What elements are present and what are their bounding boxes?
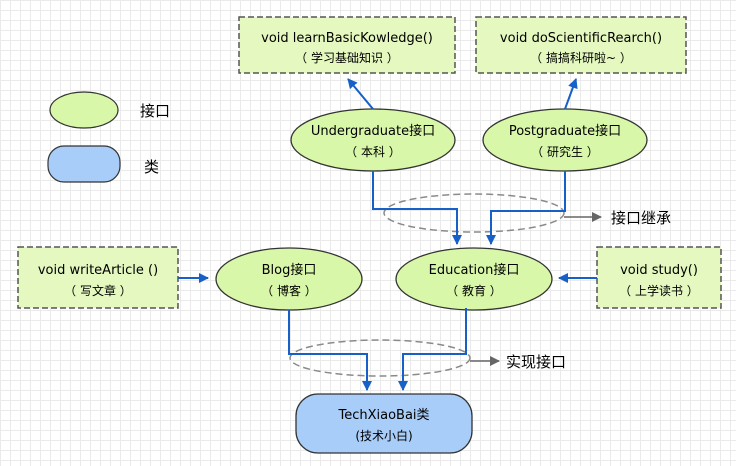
interface-postgraduate-name: Postgraduate接口 bbox=[509, 123, 621, 139]
class-techxiaobai-shape bbox=[295, 393, 473, 454]
method-research-signature: void doScientificRearch() bbox=[500, 31, 662, 46]
interface-undergraduate-desc: （ 本科 ） bbox=[345, 145, 401, 159]
annotation-inherit: 接口继承 bbox=[611, 209, 671, 227]
arrow-undergraduate-to-education bbox=[372, 171, 462, 245]
arrow-blog-to-class bbox=[288, 310, 372, 391]
interface-undergraduate-shape bbox=[290, 108, 456, 172]
interface-postgraduate: Postgraduate接口 （ 研究生 ） bbox=[482, 108, 648, 172]
implementation-group-ellipse bbox=[289, 339, 471, 377]
method-box-learn-shape bbox=[238, 16, 456, 74]
method-write-desc: （ 写文章 ） bbox=[64, 283, 132, 298]
connectors bbox=[178, 78, 597, 391]
arrow-education-to-class bbox=[398, 308, 467, 391]
method-study-desc: （ 上学读书 ） bbox=[619, 283, 699, 298]
legend-class-label: 类 bbox=[144, 158, 159, 176]
interface-education-shape bbox=[395, 247, 553, 311]
method-box-research: void doScientificRearch() （ 搞搞科研啦~ ） bbox=[475, 16, 687, 74]
arrow-postgraduate-to-research bbox=[564, 78, 578, 110]
method-learn-desc: （ 学习基础知识 ） bbox=[295, 50, 399, 65]
interface-blog-desc: （ 博客 ） bbox=[261, 283, 317, 298]
legend: 接口 类 bbox=[47, 91, 170, 183]
interface-undergraduate: Undergraduate接口 （ 本科 ） bbox=[290, 108, 456, 172]
method-box-learn: void learnBasicKowledge() （ 学习基础知识 ） bbox=[238, 16, 456, 74]
interface-education: Education接口 （ 教育 ） bbox=[395, 247, 553, 311]
legend-interface-swatch bbox=[49, 91, 119, 129]
method-box-study: void study() （ 上学读书 ） bbox=[596, 246, 722, 309]
arrow-undergraduate-to-learn bbox=[347, 78, 374, 110]
interface-postgraduate-desc: （ 研究生 ） bbox=[531, 144, 599, 159]
interface-education-name: Education接口 bbox=[429, 262, 520, 278]
method-box-write-shape bbox=[17, 246, 179, 309]
method-study-signature: void study() bbox=[620, 263, 698, 278]
interface-undergraduate-name: Undergraduate接口 bbox=[311, 123, 435, 139]
method-learn-signature: void learnBasicKowledge() bbox=[261, 31, 433, 46]
method-box-write: void writeArticle () （ 写文章 ） bbox=[17, 246, 179, 309]
method-box-research-shape bbox=[475, 16, 687, 74]
class-techxiaobai-desc: (技术小白) bbox=[355, 428, 412, 443]
method-box-study-shape bbox=[596, 246, 722, 309]
interface-blog-shape bbox=[215, 247, 363, 311]
inheritance-group-ellipse bbox=[383, 193, 565, 233]
method-research-desc: （ 搞搞科研啦~ ） bbox=[530, 50, 632, 65]
arrow-postgraduate-to-education bbox=[486, 171, 566, 245]
legend-interface-label: 接口 bbox=[140, 102, 170, 120]
class-techxiaobai: TechXiaoBai类 (技术小白) bbox=[295, 393, 473, 454]
interface-blog: Blog接口 （ 博客 ） bbox=[215, 247, 363, 311]
interface-blog-name: Blog接口 bbox=[262, 262, 317, 278]
annotation-implement: 实现接口 bbox=[506, 353, 566, 371]
interface-education-desc: （ 教育 ） bbox=[446, 283, 502, 298]
method-write-signature: void writeArticle () bbox=[38, 263, 158, 278]
legend-class-swatch bbox=[47, 145, 121, 183]
class-techxiaobai-name: TechXiaoBai类 bbox=[337, 408, 429, 423]
interface-postgraduate-shape bbox=[482, 108, 648, 172]
